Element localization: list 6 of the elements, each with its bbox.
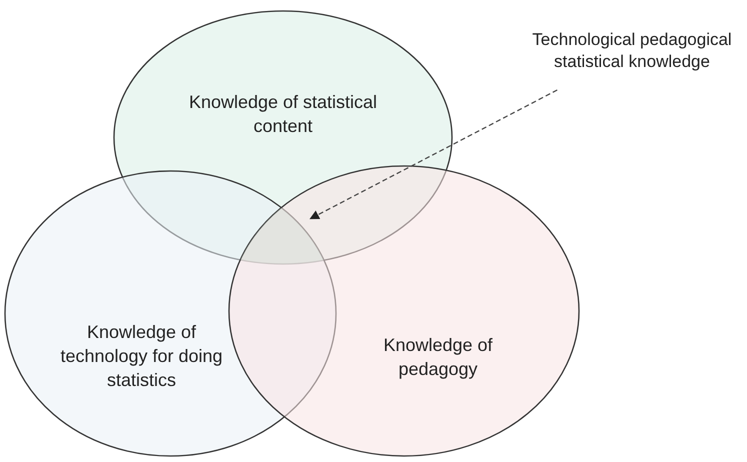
circle-label: Knowledge of pedagogy	[382, 334, 494, 381]
callout-text: Technological pedagogical statistical knowledge	[518, 12, 746, 90]
circle-label: Knowledge of technology for doing statistics	[59, 321, 224, 392]
circle-label: Knowledge of statistical content	[188, 91, 378, 138]
venn-circle	[228, 165, 580, 457]
leader-line	[309, 89, 558, 220]
